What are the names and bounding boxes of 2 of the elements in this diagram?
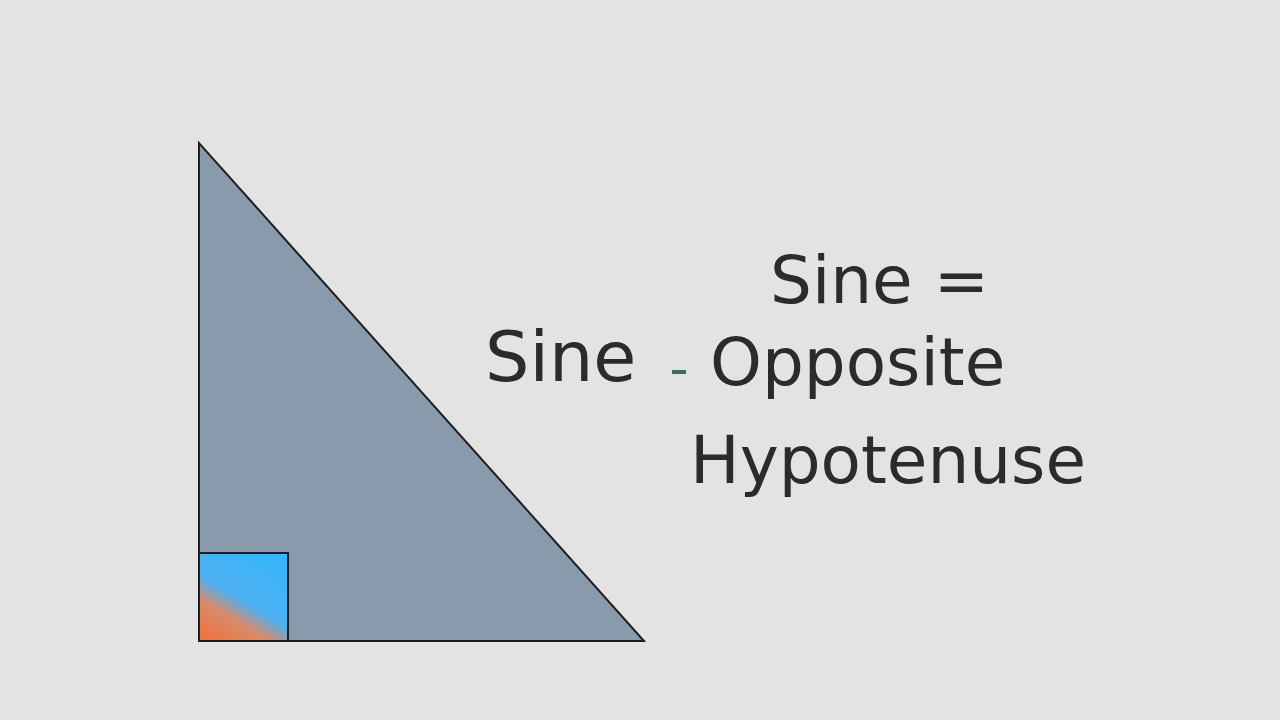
formula-text: Sine = [770,248,989,314]
formula-text: Sine [485,322,637,392]
